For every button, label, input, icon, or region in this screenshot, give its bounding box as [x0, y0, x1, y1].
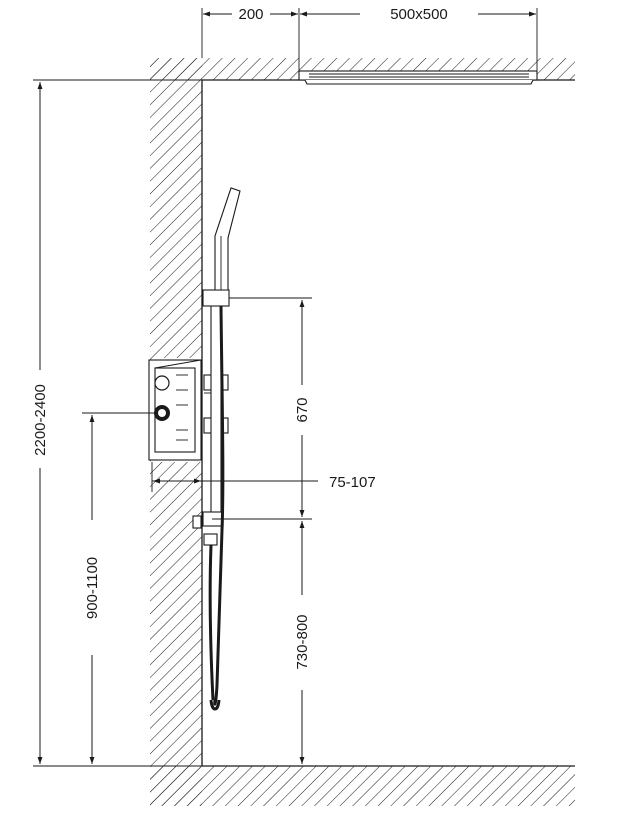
label-outlet-height: 730-800 — [294, 614, 311, 669]
concealed-valve-body — [148, 359, 202, 461]
slide-rail-assembly — [192, 187, 241, 711]
extension-lines — [33, 8, 312, 767]
dimension-lines — [37, 11, 536, 764]
ceiling-shower-head — [298, 8, 538, 85]
slide-rail — [210, 297, 222, 524]
hand-shower — [214, 187, 241, 291]
label-total-height: 2200-2400 — [32, 384, 49, 456]
rail-top-bracket — [202, 289, 230, 307]
label-valve-height: 900-1100 — [84, 557, 101, 619]
valve-port-upper — [154, 375, 170, 391]
dimension-labels: 200 500x500 2200-2400 900-1100 670 75-10… — [32, 6, 448, 670]
wall-outlet — [203, 533, 218, 546]
floor-hatch — [150, 766, 575, 806]
label-head-size: 500x500 — [390, 6, 448, 23]
label-rail-length: 670 — [294, 397, 311, 422]
shower-hose — [213, 305, 225, 706]
label-install-depth: 75-107 — [329, 474, 376, 491]
label-top-offset: 200 — [238, 6, 263, 23]
